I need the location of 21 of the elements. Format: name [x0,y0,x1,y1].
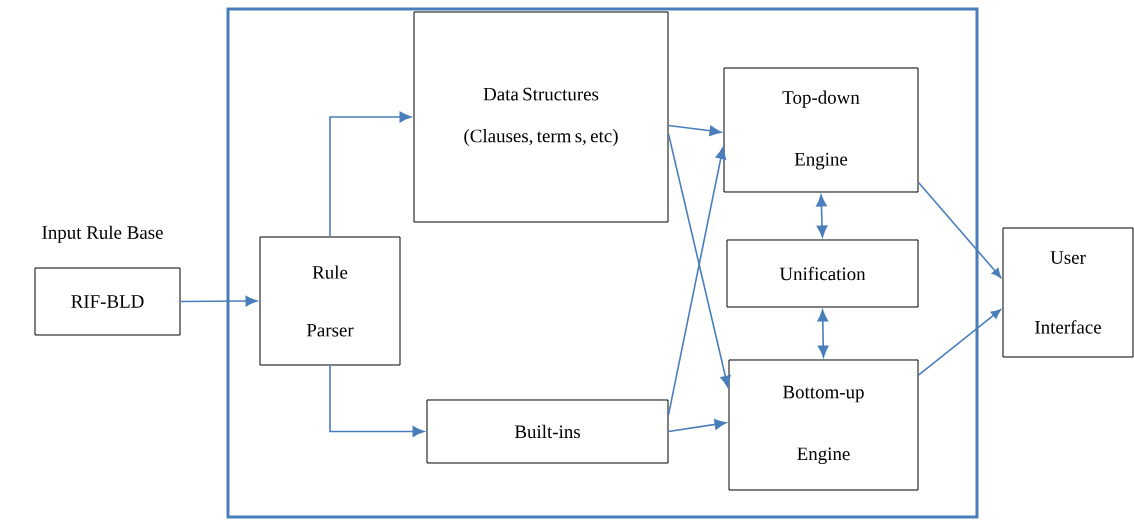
process-box: Bottom-up Engine [728,359,919,491]
arrow [917,309,1001,376]
process-box: RIF-BLD [34,267,181,336]
arrow [667,147,727,416]
arrow [667,124,722,137]
arrow [667,133,731,388]
arrow [817,309,829,358]
system-frame [226,7,979,519]
process-box: Unification [726,239,919,308]
process-box: User Interface [1002,227,1134,358]
box-caption: Input Rule Base [42,225,163,243]
arrow [667,419,727,433]
arrow [329,111,412,238]
arrow [816,194,828,238]
process-box: Data Structures (Clauses, term s, etc) [413,11,669,223]
process-box: Rule Parser [259,236,401,366]
arrow [329,364,425,437]
arrow [917,181,1002,279]
process-box: Top-down Engine [723,67,919,193]
arrow [179,295,258,307]
process-box: Built-ins [426,399,669,464]
